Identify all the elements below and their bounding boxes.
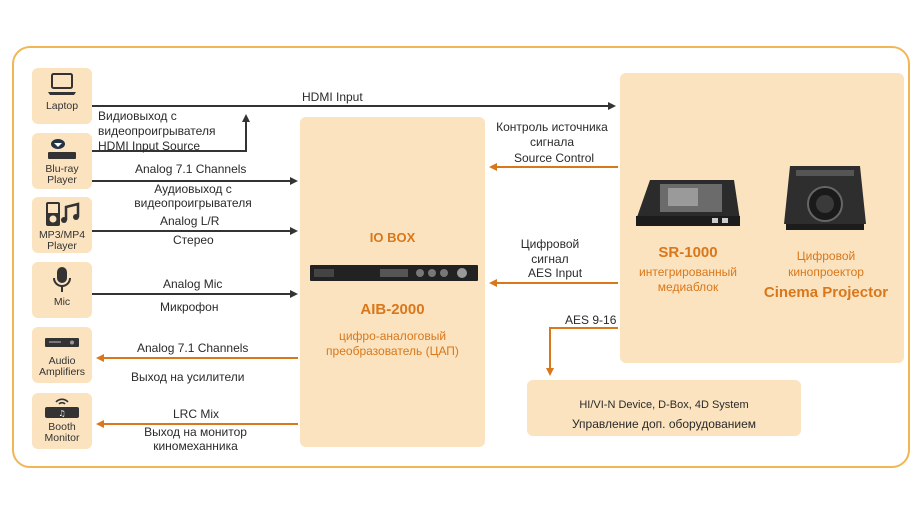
device-mp3-label: MP3/MP4 Player — [38, 229, 86, 252]
label-aes-input: AES Input — [528, 266, 583, 280]
label-mic-ru: Микрофон — [160, 300, 219, 314]
sr1000-model: SR-1000 — [658, 244, 718, 261]
device-amplifiers: Audio Amplifiers — [32, 327, 92, 383]
label-analog71-in: Analog 7.1 Channels — [135, 162, 247, 176]
label-source-control-ru: Контроль источника сигнала — [496, 120, 608, 149]
amplifier-icon — [45, 338, 79, 347]
device-booth-monitor: ♫ Booth Monitor — [32, 393, 92, 449]
io-box-model: AIB-2000 — [360, 301, 425, 318]
hdmi-source-line — [92, 114, 250, 152]
io-box-panel — [300, 117, 485, 447]
projector-description: Цифровой кинопроектор — [788, 249, 864, 279]
label-stereo: Стерео — [173, 233, 214, 247]
booth-monitor-icon: ♫ — [45, 398, 79, 418]
device-booth-monitor-label: Booth Monitor — [44, 421, 80, 444]
laptop-icon — [48, 73, 76, 95]
microphone-icon — [53, 267, 71, 292]
device-mp3: MP3/MP4 Player — [32, 197, 92, 253]
label-analog-lr: Analog L/R — [160, 214, 220, 228]
diagram-frame — [12, 46, 910, 468]
label-analog71-in-ru: Аудиовыход с видеопроигрывателя — [134, 182, 252, 210]
label-source-control: Source Control — [514, 151, 595, 165]
device-mic: Mic — [32, 262, 92, 318]
hi-device-description: Управление доп. оборудованием — [571, 417, 757, 431]
io-box-description: цифро-аналоговый преобразователь (ЦАП) — [326, 329, 459, 358]
sr1000-device-image — [636, 180, 740, 226]
bluray-icon — [48, 139, 76, 159]
device-laptop-label: Laptop — [45, 100, 79, 112]
projector-title: Cinema Projector — [763, 284, 889, 301]
label-analog71-out: Analog 7.1 Channels — [137, 341, 249, 355]
label-analog-mic: Analog Mic — [163, 277, 223, 291]
hi-device-title: HI/VI-N Device, D-Box, 4D System — [579, 399, 749, 411]
label-aes-9-16: AES 9-16 — [565, 313, 617, 327]
device-bluray: Blu-ray Player — [32, 133, 92, 189]
label-hdmi-input-source: HDMI Input Source — [98, 139, 201, 153]
mp3-player-icon — [46, 202, 80, 226]
device-laptop: Laptop — [32, 68, 92, 124]
label-digital-signal: Цифровой сигнал — [520, 237, 580, 266]
device-bluray-label: Blu-ray Player — [45, 163, 79, 186]
device-amplifiers-label: Audio Amplifiers — [38, 355, 86, 378]
label-amps-ru: Выход на усилители — [131, 370, 245, 384]
label-booth-ru: Выход на монитор киномеханника — [144, 425, 247, 453]
label-lrc-mix: LRC Mix — [173, 407, 220, 421]
sr1000-description: интегрированный медиаблок — [639, 265, 737, 294]
label-bluray-video: Видиовыход с видеопроигрывателя — [98, 109, 216, 138]
io-box-title: IO BOX — [369, 230, 416, 245]
svg-text:♫: ♫ — [58, 409, 65, 418]
device-mic-label: Mic — [53, 296, 71, 308]
cinema-projector-image — [784, 166, 866, 230]
aes-9-16-line — [546, 327, 618, 376]
hi-device-panel — [527, 380, 801, 436]
aib2000-device-image — [310, 265, 478, 281]
label-hdmi-input: HDMI Input — [302, 90, 363, 104]
